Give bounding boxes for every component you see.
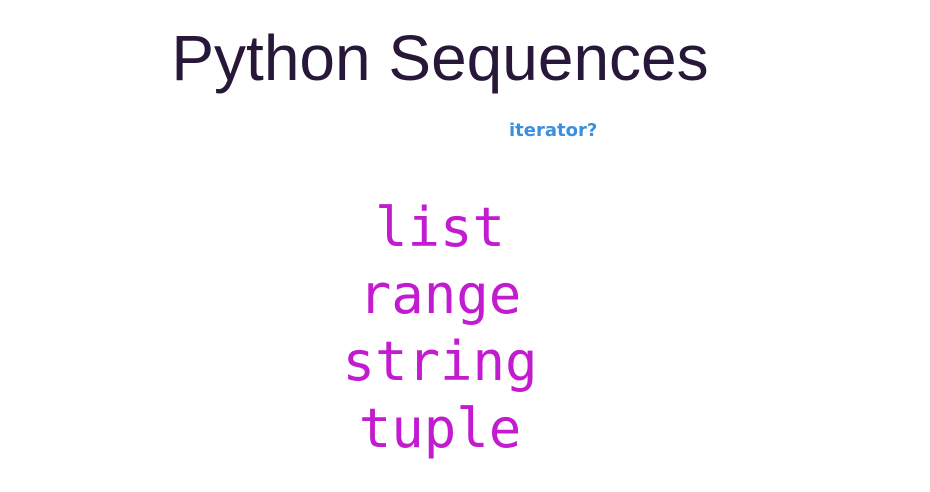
sequence-item-list: list (374, 196, 506, 259)
slide-title: Python Sequences (171, 22, 709, 94)
sequence-list: list range string tuple (240, 194, 640, 462)
sequence-item-tuple: tuple (358, 397, 522, 460)
iterator-note: iterator? (509, 120, 598, 141)
sequence-item-range: range (358, 263, 522, 326)
sequence-item-string: string (342, 330, 538, 393)
